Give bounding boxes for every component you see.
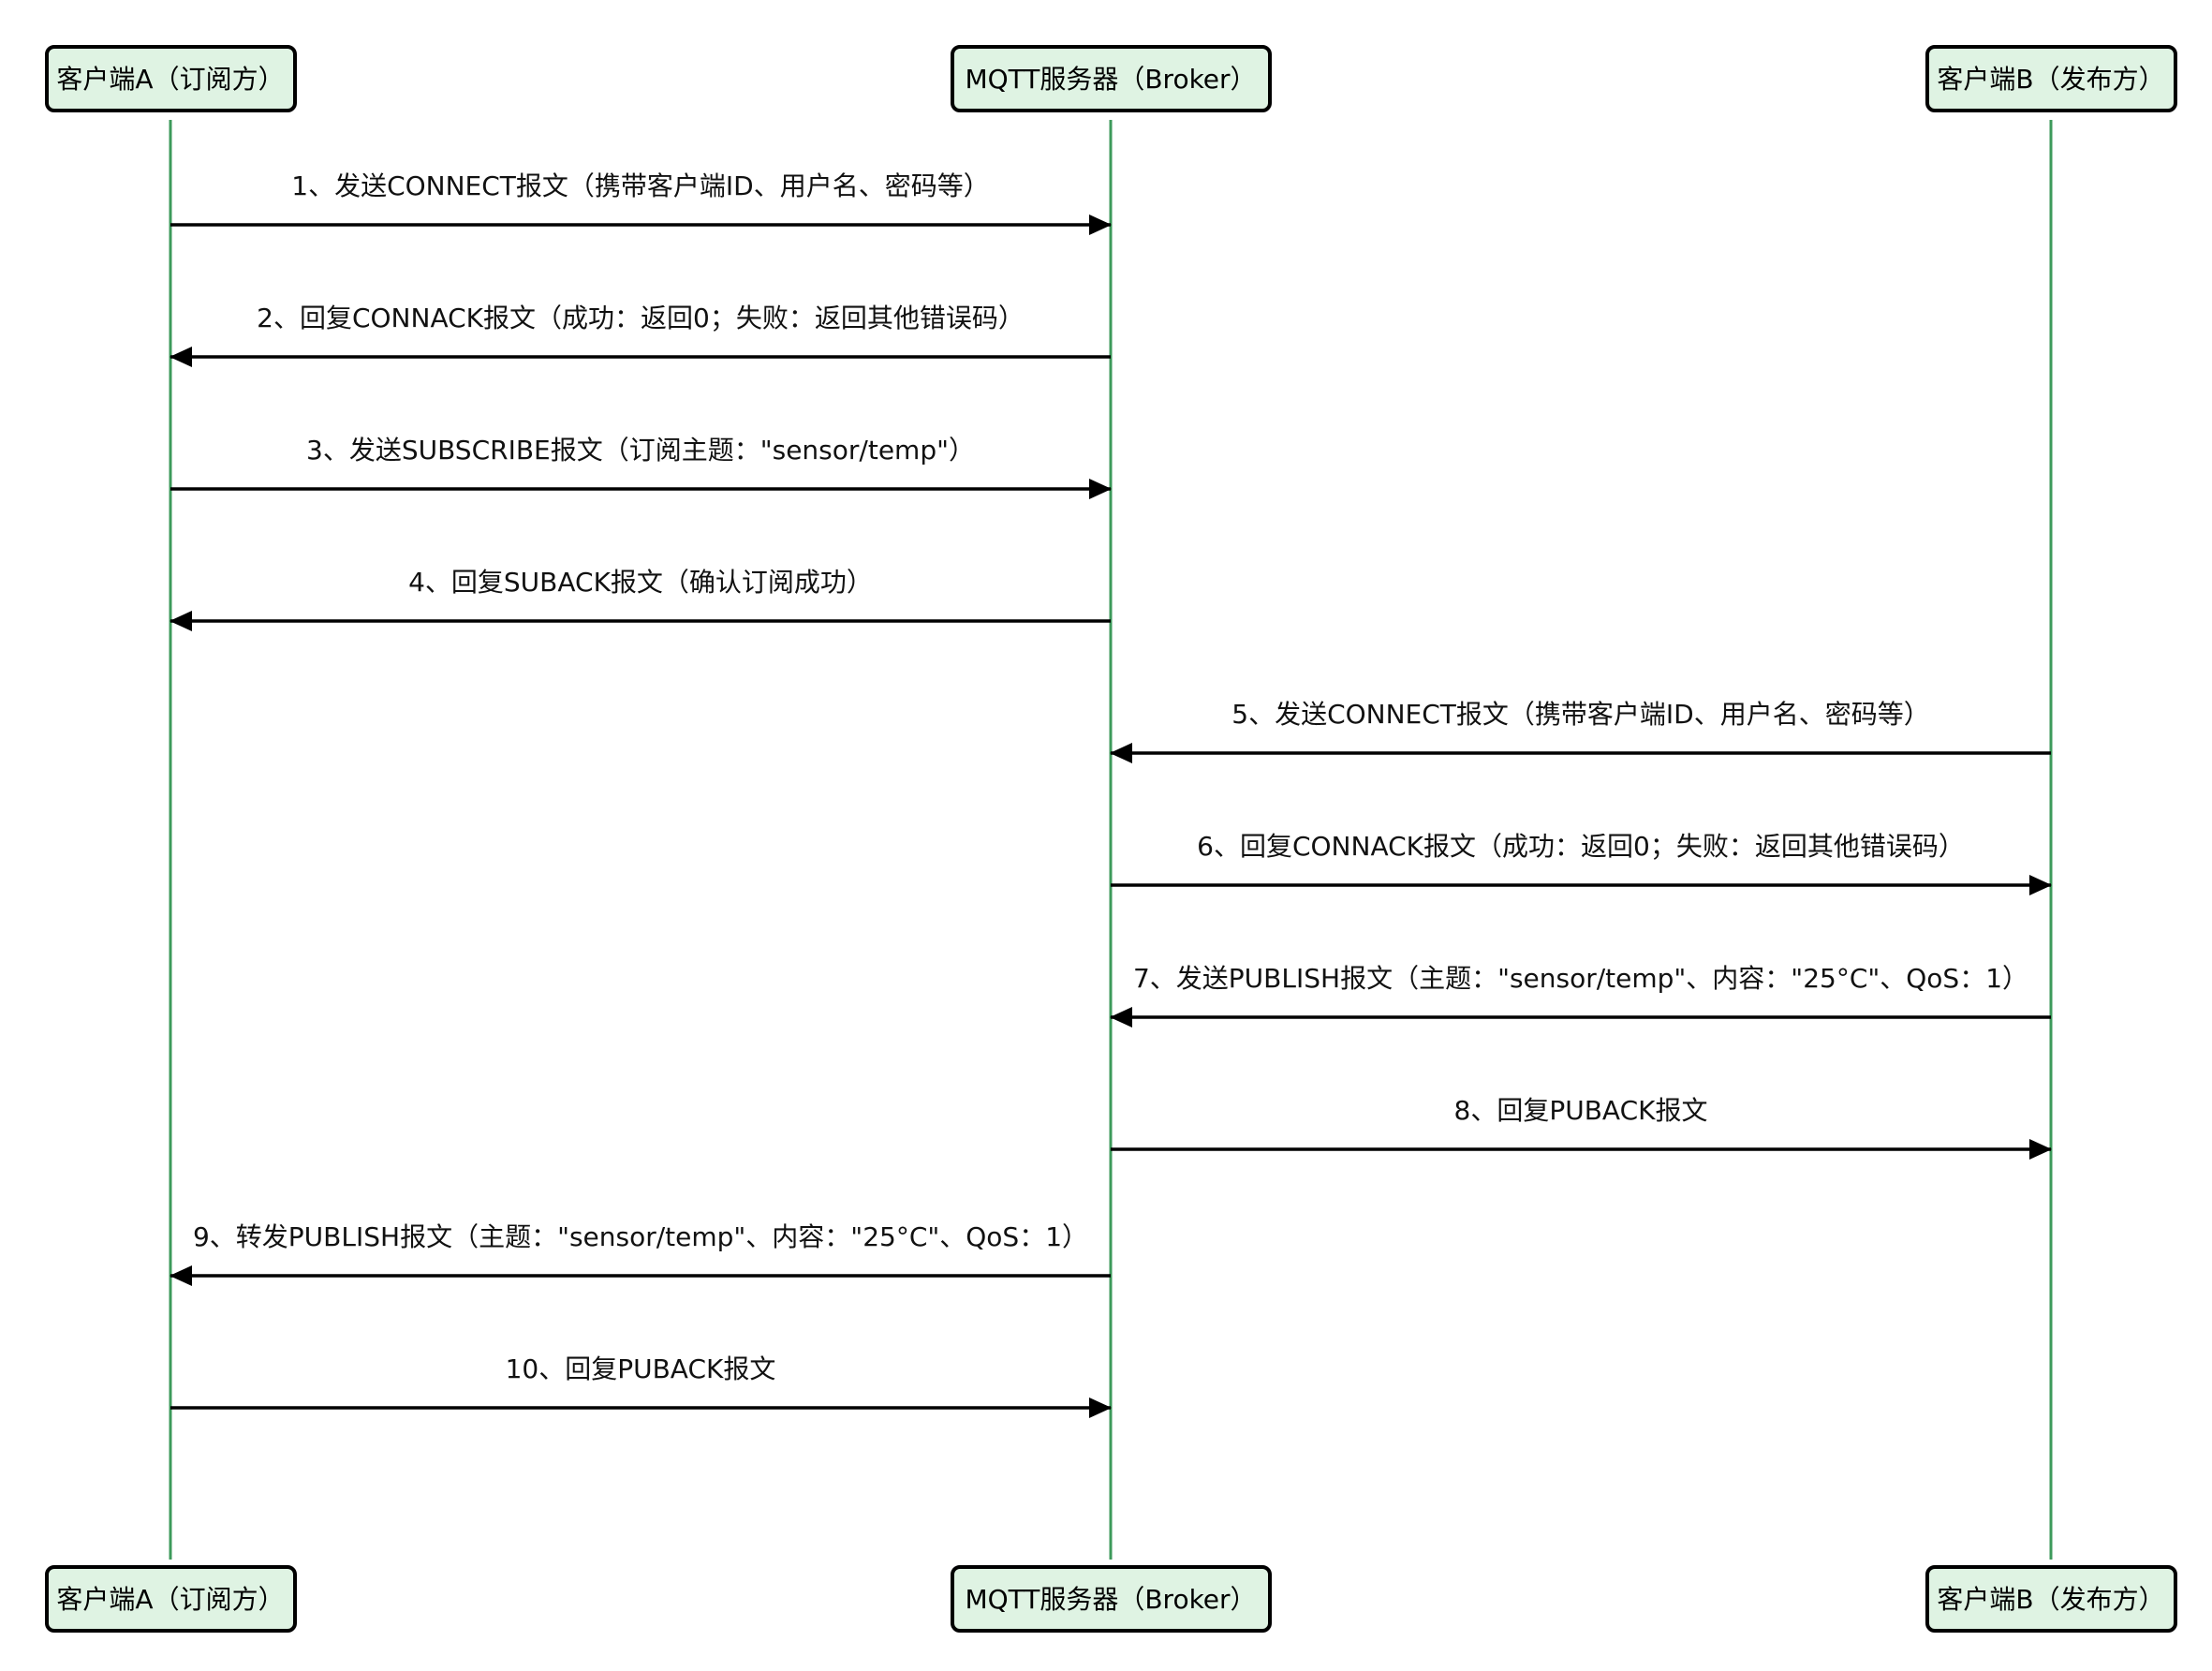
- message-label: 1、发送CONNECT报文（携带客户端ID、用户名、密码等）: [291, 170, 989, 201]
- message-9: 9、转发PUBLISH报文（主题："sensor/temp"、内容："25°C"…: [170, 1221, 1111, 1286]
- message-label: 7、发送PUBLISH报文（主题："sensor/temp"、内容："25°C"…: [1133, 963, 2028, 994]
- message-2: 2、回复CONNACK报文（成功：返回0；失败：返回其他错误码）: [170, 303, 1111, 367]
- message-1: 1、发送CONNECT报文（携带客户端ID、用户名、密码等）: [170, 170, 1112, 235]
- message-3: 3、发送SUBSCRIBE报文（订阅主题："sensor/temp"）: [170, 435, 1112, 499]
- actor-label: 客户端A（订阅方）: [56, 64, 284, 95]
- message-4: 4、回复SUBACK报文（确认订阅成功）: [170, 567, 1111, 631]
- message-10: 10、回复PUBACK报文: [170, 1353, 1112, 1418]
- actor-broker-bottom[interactable]: MQTT服务器（Broker）: [951, 1565, 1272, 1633]
- message-8: 8、回复PUBACK报文: [1111, 1095, 2052, 1160]
- message-label: 3、发送SUBSCRIBE报文（订阅主题："sensor/temp"）: [306, 435, 975, 466]
- message-label: 6、回复CONNACK报文（成功：返回0；失败：返回其他错误码）: [1197, 831, 1965, 862]
- actor-label: 客户端A（订阅方）: [56, 1584, 284, 1615]
- message-label: 10、回复PUBACK报文: [506, 1353, 776, 1384]
- message-label: 2、回复CONNACK报文（成功：返回0；失败：返回其他错误码）: [257, 303, 1025, 333]
- actor-label: MQTT服务器（Broker）: [965, 1584, 1256, 1615]
- message-5: 5、发送CONNECT报文（携带客户端ID、用户名、密码等）: [1110, 699, 2051, 763]
- message-label: 9、转发PUBLISH报文（主题："sensor/temp"、内容："25°C"…: [193, 1221, 1088, 1252]
- actor-broker-top[interactable]: MQTT服务器（Broker）: [951, 45, 1272, 112]
- message-label: 5、发送CONNECT报文（携带客户端ID、用户名、密码等）: [1231, 699, 1929, 730]
- actor-label: MQTT服务器（Broker）: [965, 64, 1256, 95]
- actor-client-b-top[interactable]: 客户端B（发布方）: [1925, 45, 2177, 112]
- message-label: 4、回复SUBACK报文（确认订阅成功）: [408, 567, 873, 598]
- message-7: 7、发送PUBLISH报文（主题："sensor/temp"、内容："25°C"…: [1110, 963, 2051, 1028]
- actor-client-a-top[interactable]: 客户端A（订阅方）: [45, 45, 297, 112]
- actor-label: 客户端B（发布方）: [1937, 1584, 2164, 1615]
- actor-client-b-bottom[interactable]: 客户端B（发布方）: [1925, 1565, 2177, 1633]
- message-6: 6、回复CONNACK报文（成功：返回0；失败：返回其他错误码）: [1111, 831, 2052, 895]
- actor-client-a-bottom[interactable]: 客户端A（订阅方）: [45, 1565, 297, 1633]
- actor-label: 客户端B（发布方）: [1937, 64, 2164, 95]
- message-label: 8、回复PUBACK报文: [1454, 1095, 1708, 1126]
